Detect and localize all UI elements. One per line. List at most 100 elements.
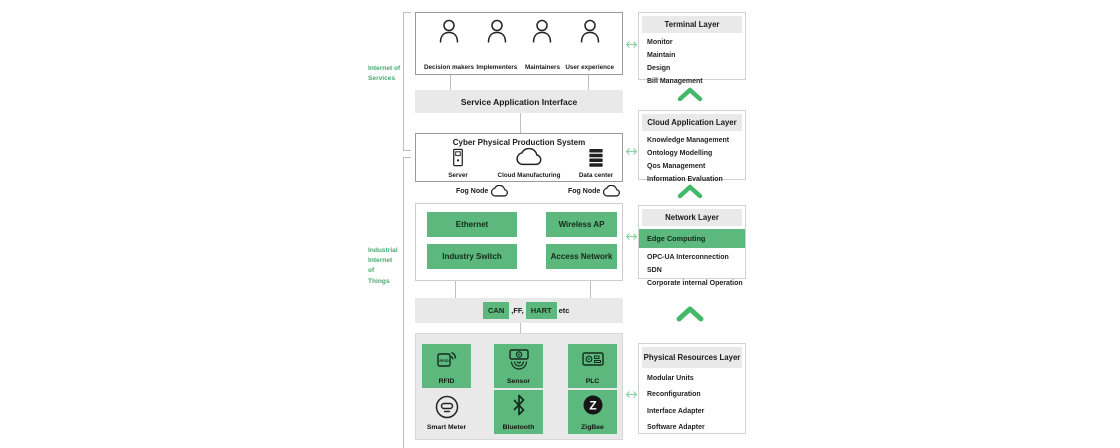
stakeholder-label: User experience (565, 64, 614, 71)
cpps-server: Server (430, 148, 486, 179)
rfid-icon: RFID (436, 351, 456, 367)
layer-item: Software Adapter (647, 423, 705, 431)
iiot-bracket-tick-top (403, 157, 411, 158)
stakeholders-box: Decision makers Implementers Maintainers (415, 12, 623, 75)
smart-meter-tile: Smart Meter (422, 390, 471, 434)
internet-of-services-label: Internet of Services (368, 65, 401, 83)
wireless-ap-box: Wireless AP (546, 212, 617, 237)
up-chevron-icon (676, 306, 704, 322)
industry-switch-label: Industry Switch (442, 252, 502, 261)
stakeholder-label: Maintainers (524, 64, 560, 71)
devices-box: RFID RFID Sensor (415, 333, 623, 440)
connector-line (450, 75, 451, 90)
plc-icon (581, 352, 604, 366)
fog-cloud-icon (603, 185, 621, 197)
wireless-ap-label: Wireless AP (558, 220, 605, 229)
layer-item: Interface Adapter (647, 407, 705, 415)
connector-line (588, 75, 589, 90)
iiot-bracket-line (403, 157, 404, 448)
up-chevron-icon (677, 184, 703, 198)
network-layer-box: Network Layer Edge Computing OPC-UA Inte… (638, 205, 746, 287)
smart-meter-icon (435, 395, 458, 419)
hart-chip: HART (525, 302, 557, 319)
up-chevron-icon (677, 87, 703, 101)
person-icon (533, 19, 552, 43)
layer-item: Ontology Modelling (647, 149, 713, 157)
plc-tile: PLC (568, 344, 617, 388)
access-network-label: Access Network (550, 252, 613, 261)
services-bracket-tick-top (403, 12, 411, 13)
double-arrow-icon (625, 148, 638, 155)
device-label: ZigBee (581, 424, 604, 431)
layer-item: Reconfiguration (647, 391, 701, 399)
can-chip: CAN (483, 302, 510, 319)
layer-item: Knowledge Management (647, 136, 730, 144)
cpps-node-label: Cloud Manufacturing (497, 172, 561, 179)
cpps-title: Cyber Physical Production System (452, 138, 586, 147)
layer-item: SDN (647, 266, 662, 274)
zigbee-tile: Z ZigBee (568, 390, 617, 434)
stakeholder-user-experience: User experience (565, 18, 614, 71)
network-layer-title: Network Layer (642, 209, 742, 226)
stakeholder-label: Decision makers (423, 64, 475, 71)
terminal-layer-title: Terminal Layer (642, 16, 742, 33)
device-label: Smart Meter (426, 424, 467, 431)
cloud-icon (516, 148, 542, 166)
fieldbus-separator: ,FF, (511, 306, 524, 315)
layer-item: Bill Management (647, 77, 703, 85)
layer-item: Information Evaluation (647, 175, 723, 183)
layer-item: Modular Units (647, 375, 694, 383)
svg-text:Z: Z (589, 398, 596, 412)
layer-item: Qos Management (647, 162, 706, 170)
device-label: Bluetooth (502, 424, 535, 431)
layer-item: Corporate internal Operation (647, 279, 743, 287)
terminal-layer-box: Terminal Layer Monitor Maintain Design B… (638, 12, 746, 85)
industrial-iot-label: Industrial Internet of Things (368, 247, 398, 285)
sensor-icon (508, 349, 529, 370)
stakeholder-label: Implementers (476, 64, 518, 71)
ethernet-box: Ethernet (427, 212, 517, 237)
cloud-application-layer-box: Cloud Application Layer Knowledge Manage… (638, 110, 746, 183)
industry-switch-box: Industry Switch (427, 244, 517, 269)
double-arrow-icon (625, 233, 638, 240)
sensor-tile: Sensor (494, 344, 543, 388)
fog-node-label: Fog Node (568, 187, 601, 195)
person-icon (487, 19, 507, 43)
fog-cloud-icon (491, 185, 509, 197)
edge-computing-row: Edge Computing (639, 229, 745, 248)
server-icon (453, 148, 463, 167)
cpps-data-center: Data center (572, 148, 620, 179)
device-label: Sensor (506, 378, 531, 385)
device-label: RFID (438, 378, 455, 385)
physical-resources-layer-box: Physical Resources Layer Modular Units R… (638, 343, 746, 434)
fieldbus-bar: CAN ,FF, HART etc (415, 298, 623, 323)
person-icon (580, 19, 599, 43)
double-arrow-icon (625, 391, 638, 398)
stakeholder-decision-makers: Decision makers (424, 18, 474, 71)
stakeholder-maintainers: Maintainers (520, 18, 566, 71)
fog-node-label: Fog Node (456, 187, 489, 195)
services-bracket-line (403, 12, 404, 150)
service-application-interface-bar: Service Application Interface (415, 90, 623, 113)
fieldbus-etc: etc (558, 306, 570, 315)
device-label: PLC (585, 378, 600, 385)
cloud-application-layer-title: Cloud Application Layer (642, 114, 742, 131)
stakeholder-implementers: Implementers (474, 18, 520, 71)
network-equipment-box: Ethernet Wireless AP Industry Switch Acc… (415, 203, 623, 281)
physical-resources-layer-title: Physical Resources Layer (642, 347, 742, 368)
bluetooth-icon (513, 394, 524, 416)
connector-line (590, 281, 591, 298)
data-center-icon (589, 148, 603, 167)
cpps-box: Cyber Physical Production System Server … (415, 133, 623, 182)
layer-item: Design (647, 64, 671, 72)
fog-node-left: Fog Node (456, 185, 509, 197)
bluetooth-tile: Bluetooth (494, 390, 543, 434)
double-arrow-icon (625, 41, 638, 48)
cpps-node-label: Server (448, 172, 468, 179)
cpps-cloud-manufacturing: Cloud Manufacturing (488, 148, 570, 179)
access-network-box: Access Network (546, 244, 617, 269)
layer-item: Maintain (647, 51, 676, 59)
connector-line (455, 281, 456, 298)
layer-item: OPC-UA Interconnection (647, 253, 729, 261)
